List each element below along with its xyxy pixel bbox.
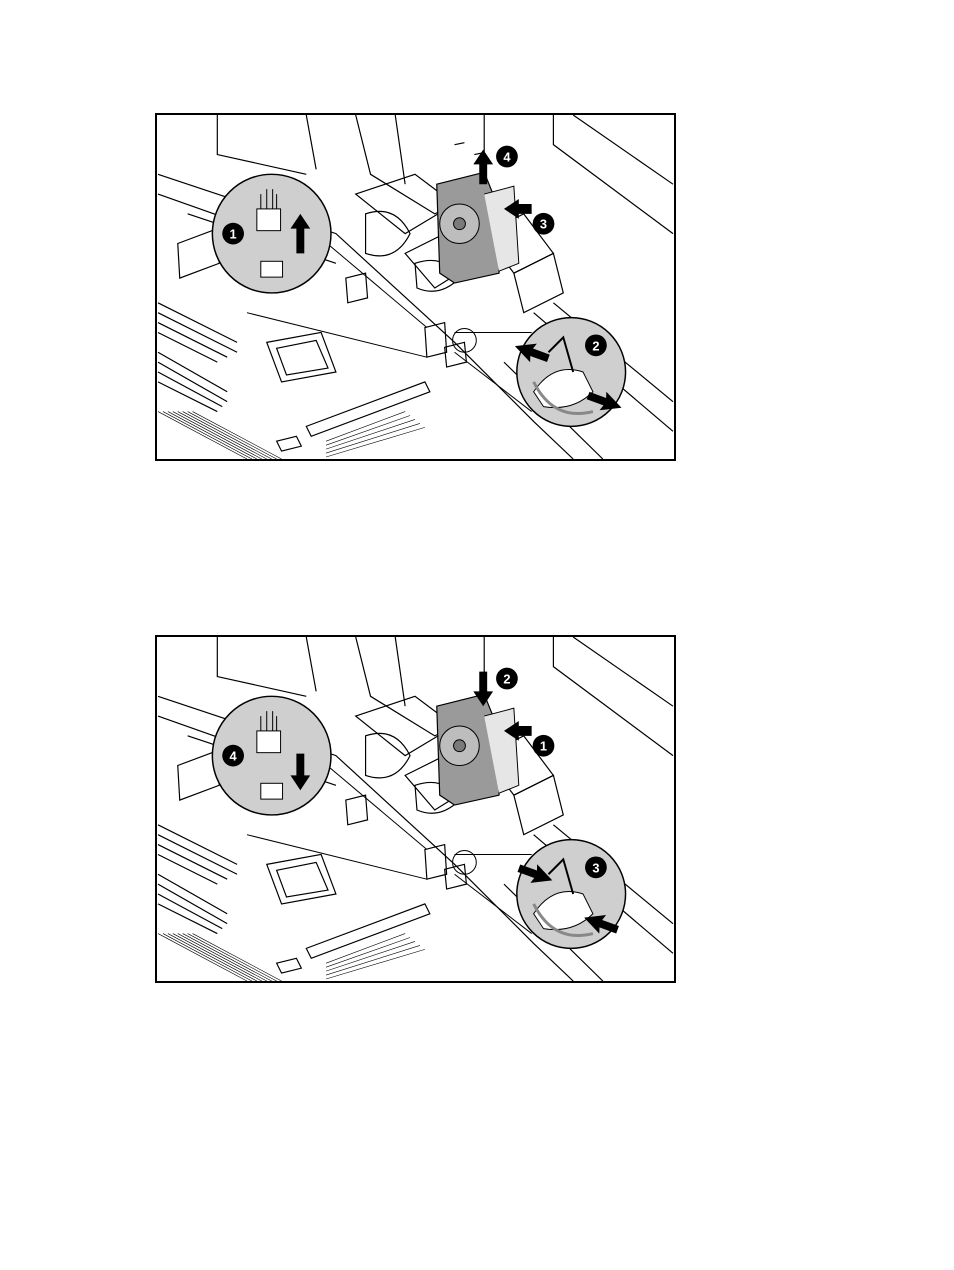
callout-3: 3 — [533, 213, 555, 235]
svg-text:1: 1 — [230, 227, 237, 242]
system-fan — [437, 172, 519, 283]
cable-connector-magnifier — [212, 696, 427, 879]
callout-4: 4 — [222, 745, 244, 767]
callout-3: 3 — [585, 856, 607, 878]
system-fan — [437, 694, 519, 805]
callout-4: 4 — [496, 146, 518, 168]
svg-text:3: 3 — [592, 860, 599, 875]
fan-removal-figure: 1 2 3 4 — [155, 113, 676, 461]
svg-text:4: 4 — [230, 749, 238, 764]
cable-clip-magnifier — [453, 840, 626, 949]
fan-removal-illustration: 1 2 3 4 — [157, 115, 674, 459]
svg-text:2: 2 — [592, 338, 599, 353]
callout-1: 1 — [533, 735, 555, 757]
svg-text:2: 2 — [503, 671, 510, 686]
svg-text:4: 4 — [503, 149, 511, 164]
fan-installation-illustration: 1 2 3 4 — [157, 637, 674, 981]
callout-2: 2 — [585, 334, 607, 356]
callout-2: 2 — [496, 668, 518, 690]
svg-text:1: 1 — [540, 739, 547, 754]
cable-clip-magnifier — [453, 318, 626, 427]
callout-1: 1 — [222, 223, 244, 245]
cable-connector-magnifier — [212, 174, 427, 357]
svg-text:3: 3 — [540, 217, 547, 232]
fan-installation-figure: 1 2 3 4 — [155, 635, 676, 983]
